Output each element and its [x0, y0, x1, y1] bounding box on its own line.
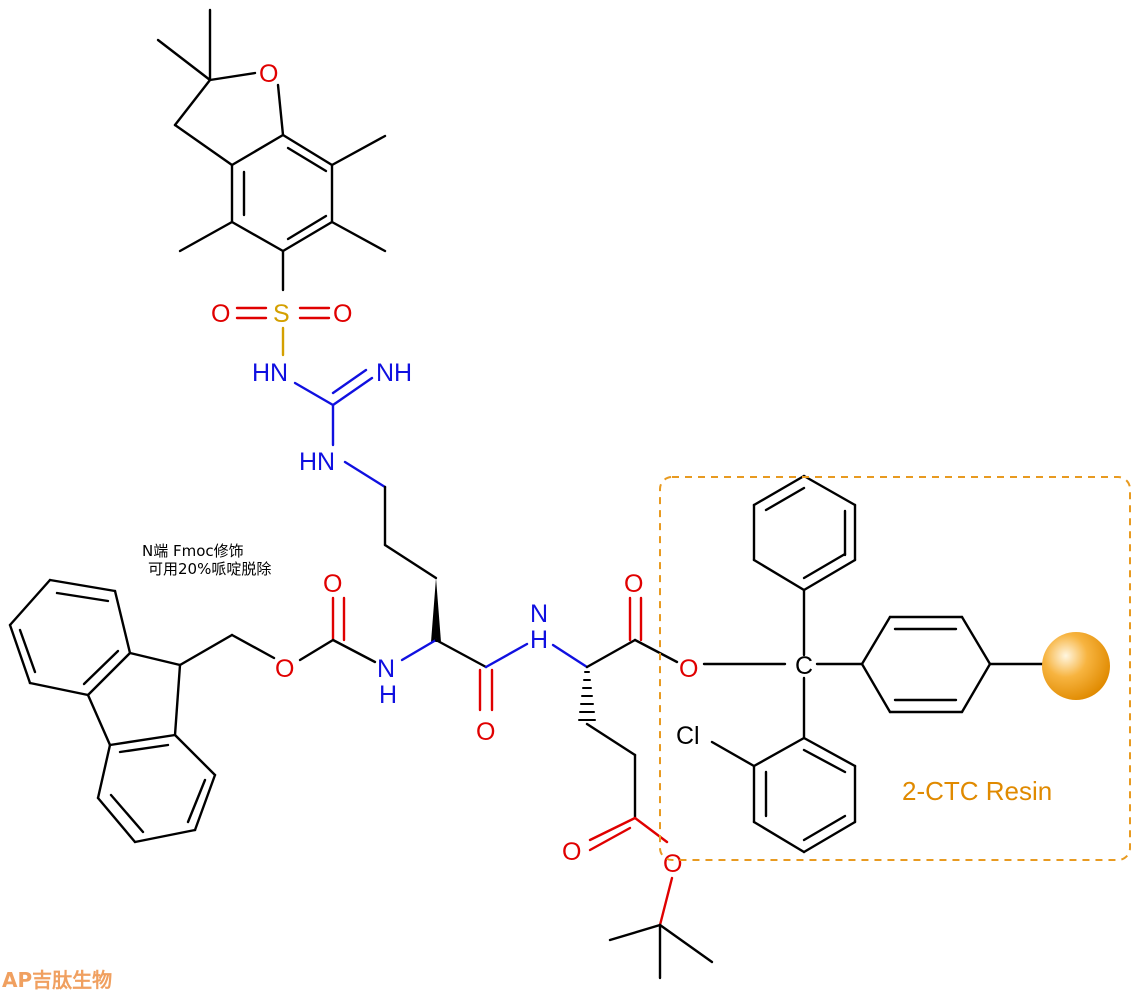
imine-nh-label: NH	[376, 359, 412, 387]
arg-amide-n-label: N	[377, 655, 395, 683]
glutamate-residue: N H O O O O	[530, 570, 787, 980]
glu-amide-h-label: H	[530, 626, 548, 654]
sulfonyl-oxygen-left-label: O	[211, 300, 230, 328]
fmoc-annotation-line2: 可用20%哌啶脱除	[148, 560, 271, 578]
glu-ester-oxygen-label: O	[679, 655, 698, 683]
arg-carbonyl-oxygen-label: O	[476, 718, 495, 746]
chlorine-label: Cl	[676, 722, 700, 750]
arg-amide-h-label: H	[379, 681, 397, 709]
sulfonyl-group: S O O	[211, 300, 352, 357]
glu-alpha-carbonyl-oxygen-label: O	[624, 570, 643, 598]
side-chain-carbonyl-oxygen-label: O	[562, 838, 581, 866]
fmoc-group: O O	[8, 570, 377, 844]
sulfonamide-hn-label: HN	[252, 359, 288, 387]
glu-amide-n-label: N	[530, 600, 548, 628]
arginine-backbone: N H O	[377, 638, 529, 746]
resin-highlight-box	[659, 476, 1131, 861]
sulfonyl-oxygen-right-label: O	[333, 300, 352, 328]
trityl-carbon-label: C	[795, 652, 813, 680]
fmoc-annotation-line1: N端 Fmoc修饰	[142, 542, 244, 560]
pbf-group: O	[156, 8, 387, 292]
resin-bead-icon	[1042, 632, 1110, 700]
furan-oxygen-label: O	[259, 60, 278, 88]
resin-label: 2-CTC Resin	[902, 776, 1052, 806]
guanidine-hn-label: HN	[299, 448, 335, 476]
trityl-resin: C Cl	[676, 474, 1110, 854]
hashed-wedge	[578, 671, 596, 721]
fmoc-ester-oxygen-label: O	[275, 655, 294, 683]
fmoc-carbonyl-oxygen-label: O	[323, 570, 342, 598]
sulfur-label: S	[273, 300, 290, 328]
guanidine-group: HN NH HN	[252, 359, 441, 642]
tbu-ester-oxygen-label: O	[663, 850, 682, 878]
company-logo: AP吉肽生物	[2, 968, 112, 991]
